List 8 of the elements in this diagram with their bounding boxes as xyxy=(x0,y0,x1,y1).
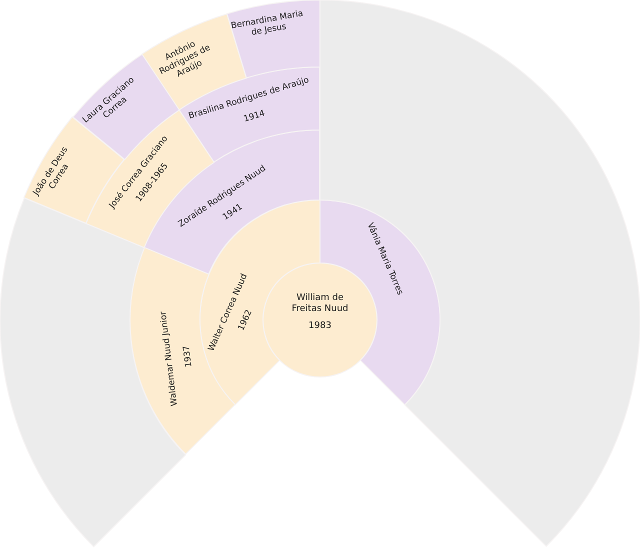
date-text: 1983 xyxy=(308,320,332,332)
person-name: William de Freitas Nuud xyxy=(290,292,350,314)
date-text: 1937 xyxy=(181,345,194,368)
person-name: Vânia Maria Torres xyxy=(364,221,405,297)
person-name: Bernardina Maria de Jesus xyxy=(229,8,305,40)
date-text: 1962 xyxy=(236,308,254,332)
date-text: 1914 xyxy=(243,108,267,124)
person-name: Waldemar Nuud Junior xyxy=(158,311,180,408)
